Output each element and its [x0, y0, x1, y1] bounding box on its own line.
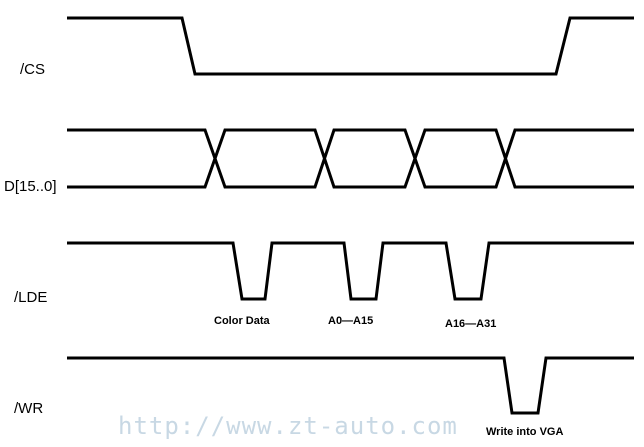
wr-waveform	[67, 356, 634, 415]
cs-waveform	[67, 16, 634, 76]
annotation-a16-a31: A16—A31	[445, 318, 496, 330]
signal-label-wr: /WR	[14, 400, 43, 417]
watermark-text: http://www.zt-auto.com	[118, 412, 458, 440]
annotation-write-into-vga: Write into VGA	[486, 426, 563, 438]
signal-label-cs: /CS	[20, 61, 45, 78]
data-bus-waveform	[67, 128, 634, 189]
signal-label-lde: /LDE	[14, 289, 47, 306]
annotation-color-data: Color Data	[214, 315, 271, 327]
annotation-a0-a15: A0—A15	[328, 315, 373, 327]
signal-label-data-bus: D[15..0]	[4, 178, 57, 195]
lde-waveform	[67, 241, 634, 301]
